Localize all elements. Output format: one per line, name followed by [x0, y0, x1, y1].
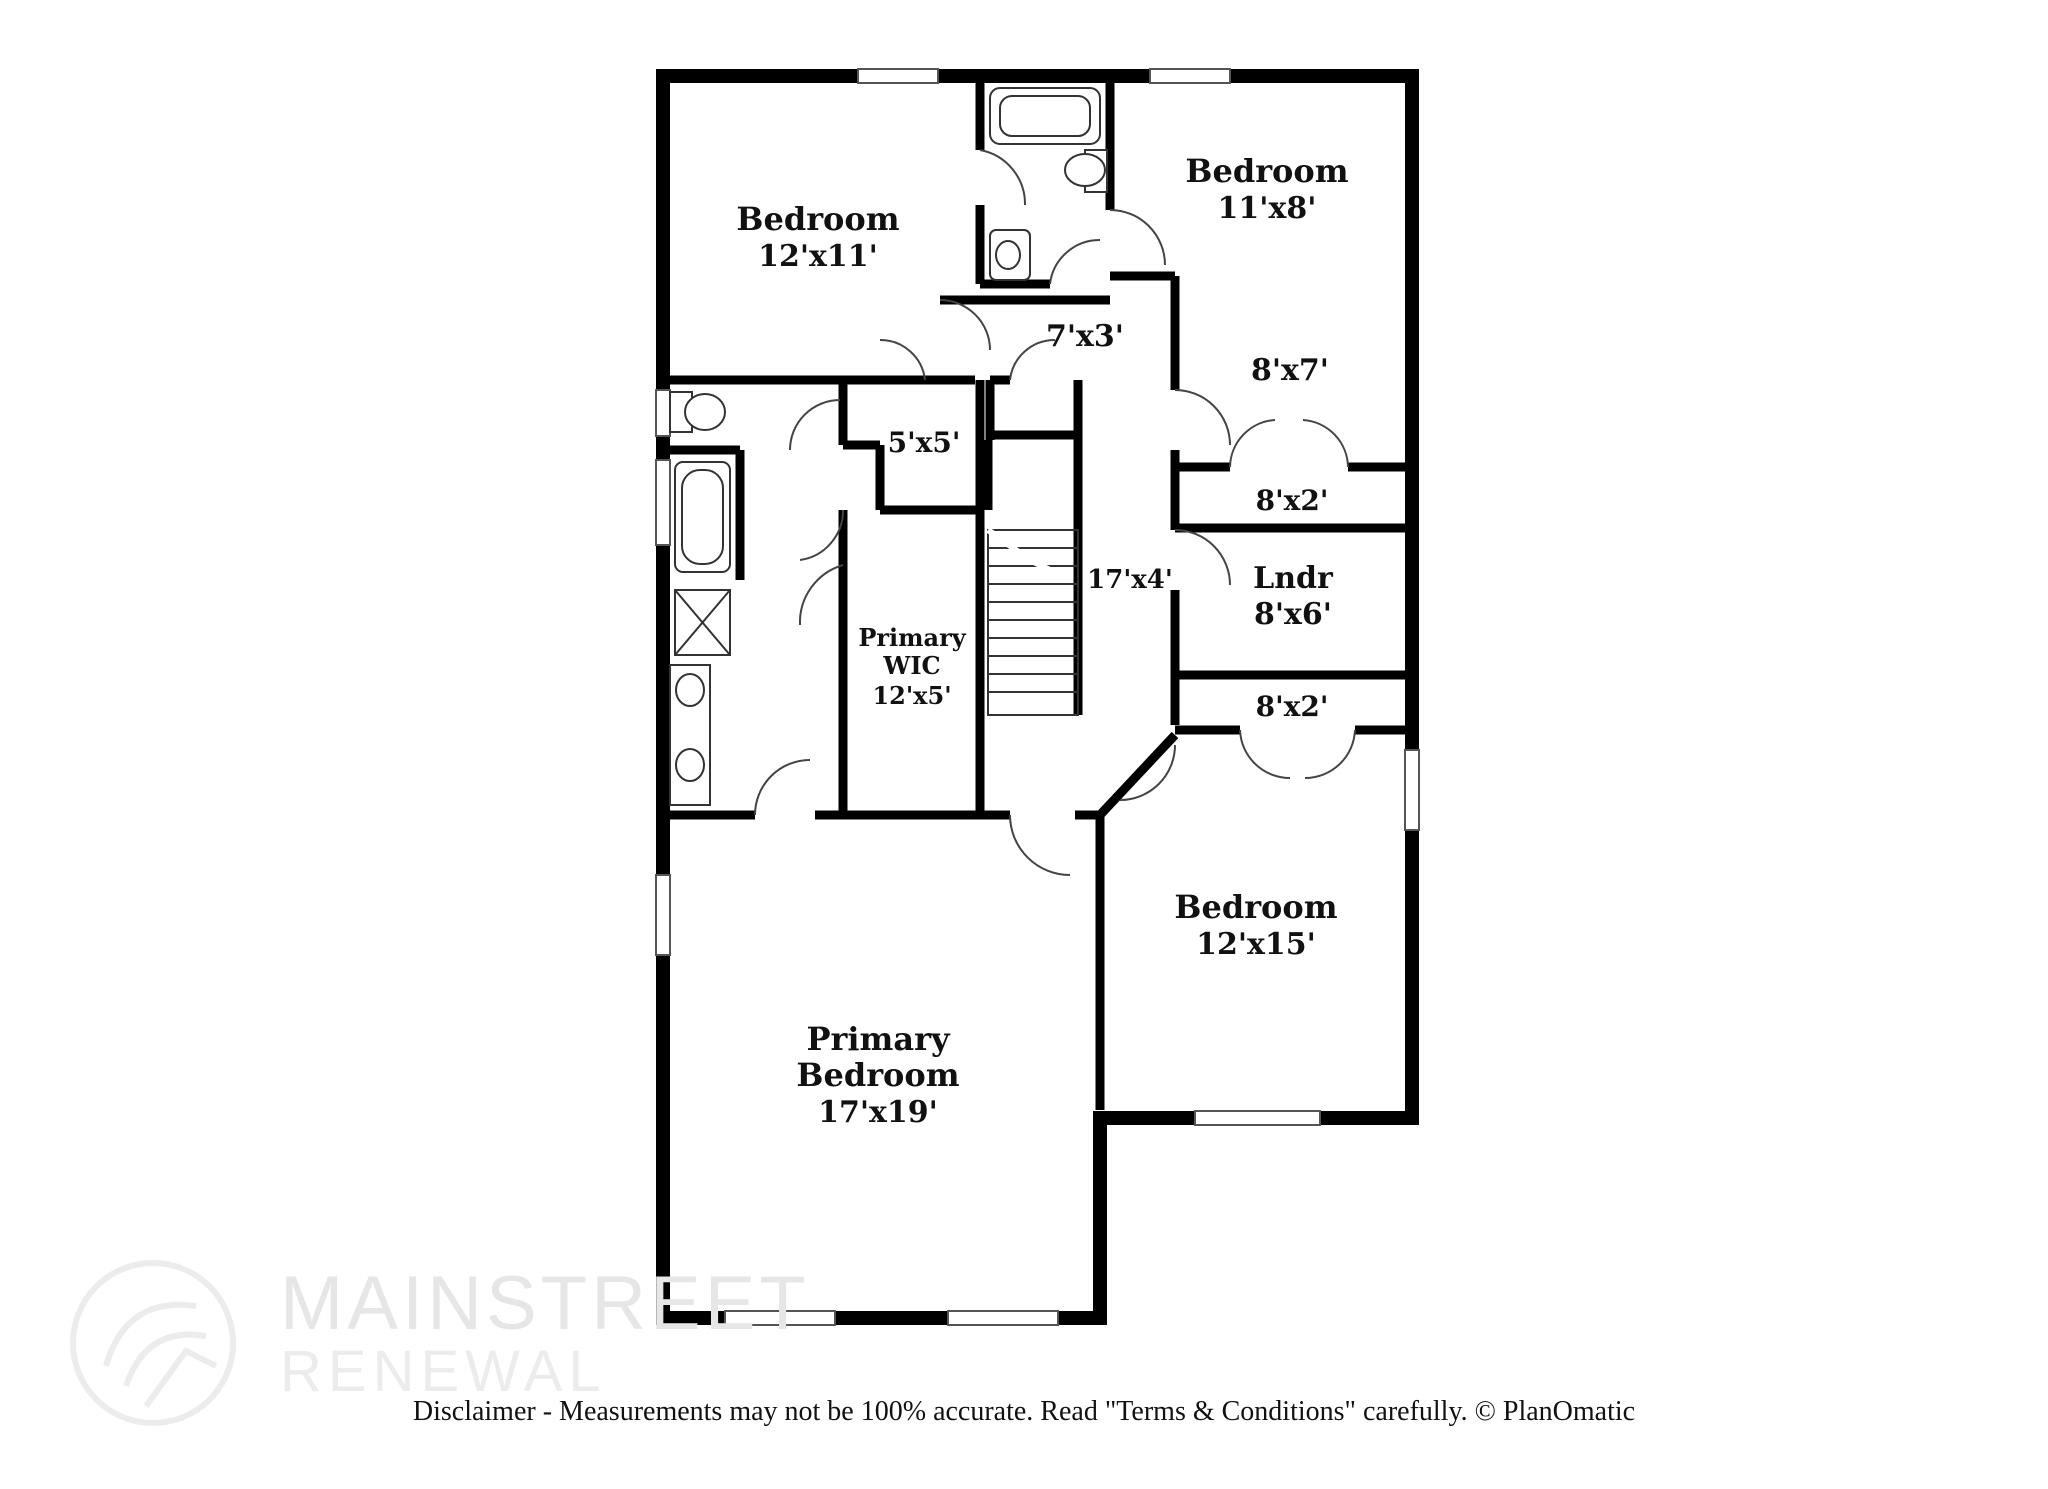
disclaimer: Disclaimer - Measurements may not be 100… [412, 1396, 1636, 1427]
bedroom-se-name: Bedroom [1174, 888, 1337, 926]
primary-name-2: Bedroom [796, 1056, 959, 1094]
mainstreet-logo-icon [70, 1260, 236, 1426]
laundry-dim: 8'x6' [1254, 597, 1332, 632]
wic-name-2: WIC [882, 651, 940, 680]
wic-dim: 12'x5' [872, 681, 951, 710]
bedroom-ne-name: Bedroom [1185, 152, 1348, 190]
hall-main-dim: 17'x4' [1087, 565, 1173, 595]
primary-name-1: Primary [806, 1020, 951, 1058]
watermark-sub: RENEWAL [280, 1339, 607, 1404]
door-swings [754, 149, 1356, 876]
primary-dim: 17'x19' [818, 1095, 938, 1130]
bath-fixtures [669, 87, 1108, 806]
room-labels: Bedroom 12'x11' Bedroom 11'x8' 7'x3' 8'x… [736, 152, 1348, 1130]
interior-walls [663, 80, 1412, 1110]
windows [655, 68, 1420, 1326]
bedroom-nw-dim: 12'x11' [758, 239, 878, 274]
closet-5x5-dim: 5'x5' [888, 426, 961, 459]
staircase [986, 527, 1079, 716]
bedroom-ne-dim: 11'x8' [1218, 191, 1317, 226]
laundry-name: Lndr [1253, 561, 1334, 596]
bedroom-se-dim: 12'x15' [1196, 927, 1316, 962]
ne-area-dim: 8'x7' [1251, 353, 1329, 388]
watermark: MAINSTREET RENEWAL [66, 1260, 826, 1426]
closet-8x2-upper-dim: 8'x2' [1256, 484, 1329, 517]
bedroom-nw-name: Bedroom [736, 200, 899, 238]
watermark-brand: MAINSTREET [280, 1261, 810, 1346]
wic-name-1: Primary [858, 623, 966, 652]
closet-8x2-lower-dim: 8'x2' [1256, 690, 1329, 723]
hall-top-dim: 7'x3' [1046, 319, 1124, 354]
